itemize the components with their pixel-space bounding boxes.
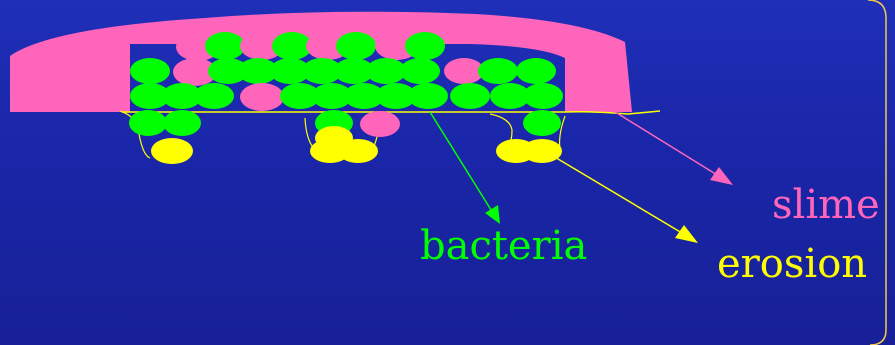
bacterium (163, 110, 201, 136)
bacteria-row-3 (130, 83, 563, 111)
bacterium (400, 58, 440, 84)
bacterium (336, 32, 376, 60)
bacterium (523, 110, 561, 136)
bacteria-arrow (430, 112, 493, 213)
frame-bracket (868, 0, 886, 345)
slime-arrowhead (710, 167, 733, 185)
bacterium (129, 110, 167, 136)
bacterium (408, 83, 448, 109)
bacterium (240, 83, 284, 111)
bacterium (523, 83, 563, 109)
erosion-particle (151, 138, 193, 164)
slime-label: slime (772, 185, 880, 225)
bacterium (450, 83, 490, 109)
bacterium (194, 83, 234, 109)
bacteria-arrowhead (485, 205, 500, 224)
erosion-arrowhead (675, 225, 698, 243)
bacterium (130, 58, 170, 84)
bacterium (360, 111, 400, 137)
erosion-label: erosion (717, 244, 867, 284)
erosion-particles (151, 126, 562, 164)
bacterium (516, 58, 556, 84)
slime-arrow (612, 110, 722, 178)
erosion-particle (338, 139, 378, 163)
bacteria-label: bacteria (420, 226, 587, 266)
bacteria-row-2 (130, 58, 556, 86)
erosion-particle (522, 139, 562, 163)
bacterium (478, 58, 518, 84)
bacterium (405, 32, 445, 60)
bacterium (205, 32, 245, 60)
